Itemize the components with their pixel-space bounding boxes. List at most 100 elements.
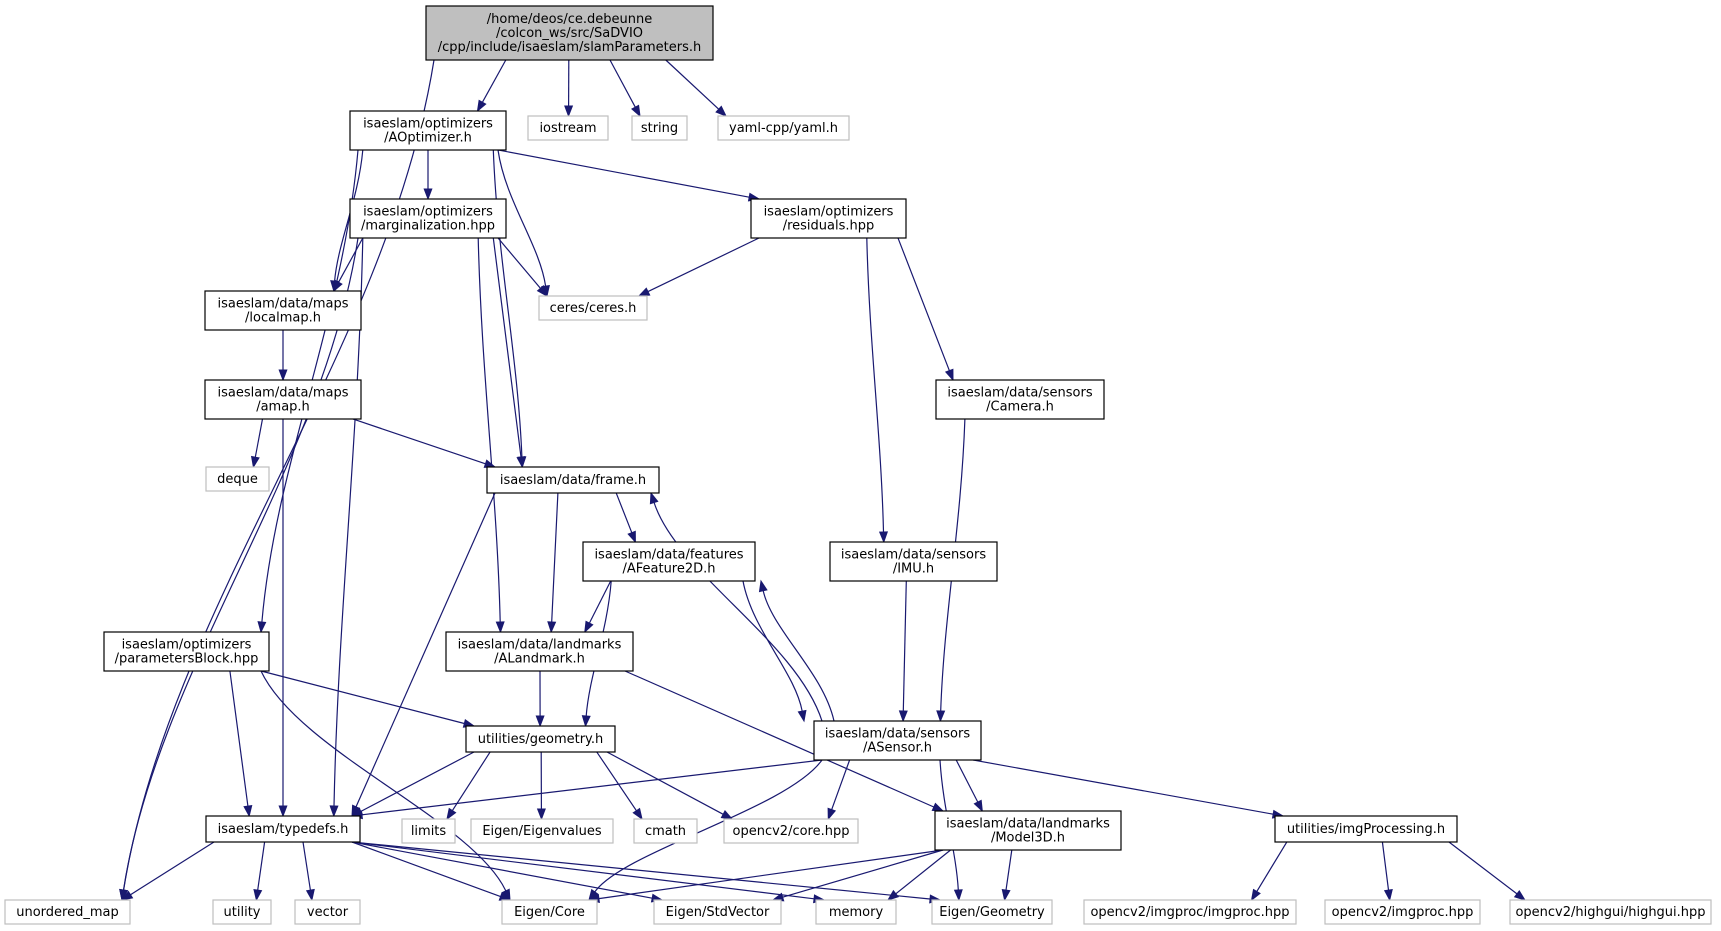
node-box (815, 899, 897, 925)
edge-arrowhead (797, 709, 807, 723)
node-box (470, 818, 614, 844)
node-Camera[interactable]: isaeslam/data/sensors/Camera.h (935, 379, 1105, 420)
node-label-line: isaeslam/optimizers (363, 205, 493, 220)
edge-line (594, 759, 823, 893)
node-label-line: /amap.h (256, 400, 310, 415)
node-vector: vector (294, 899, 361, 925)
node-box (935, 379, 1105, 420)
edge-line (361, 759, 823, 816)
edge-line (1448, 841, 1518, 895)
node-label-line: isaeslam/data/landmarks (458, 638, 622, 653)
node-label-line: Eigen/Eigenvalues (482, 824, 602, 839)
node-box (445, 631, 634, 672)
edge-arrowhead (584, 620, 594, 634)
node-frame[interactable]: isaeslam/data/frame.h (486, 466, 660, 494)
edge-arrowhead (898, 710, 908, 723)
node-localmap[interactable]: isaeslam/data/maps/localmap.h (204, 290, 362, 331)
edge-typedefs-to-vector (302, 841, 315, 902)
node-box (829, 541, 998, 582)
node-residuals[interactable]: isaeslam/optimizers/residuals.hpp (750, 198, 907, 239)
edge-slamParameters-to-unordered_map (119, 59, 435, 902)
node-label-line: limits (411, 824, 447, 839)
edge-arrowhead (536, 808, 546, 821)
edge-typedefs-to-unordered_map (120, 841, 215, 901)
edge-line (1256, 841, 1288, 892)
node-geometry[interactable]: utilities/geometry.h (465, 725, 616, 753)
node-label-line: isaeslam/data/maps (217, 386, 348, 401)
edge-arrowhead (495, 621, 505, 634)
edge-line (596, 751, 637, 812)
edge-arrowhead (1383, 889, 1393, 902)
edge-line (260, 670, 507, 892)
node-label-line: isaeslam/data/features (594, 548, 743, 563)
node-label-line: isaeslam/data/sensors (947, 386, 1092, 401)
node-AFeature2D[interactable]: isaeslam/data/features/AFeature2D.h (582, 541, 756, 582)
edge-line (492, 149, 523, 458)
edge-arrowhead (305, 888, 315, 902)
node-ALandmark[interactable]: isaeslam/data/landmarks/ALandmark.h (445, 631, 634, 672)
node-marginalization[interactable]: isaeslam/optimizers/marginalization.hpp (349, 198, 507, 239)
node-AOptimizer[interactable]: isaeslam/optimizers/AOptimizer.h (349, 110, 507, 151)
edge-typedefs-to-utility (253, 841, 266, 902)
node-typedefs[interactable]: isaeslam/typedefs.h (205, 815, 361, 843)
node-ceres: ceres/ceres.h (538, 295, 648, 321)
edge-line (955, 759, 979, 803)
node-opencvcore: opencv2/core.hpp (723, 818, 859, 844)
node-Model3D[interactable]: isaeslam/data/landmarks/Model3D.h (934, 810, 1122, 851)
node-box (212, 899, 272, 925)
edge-line (866, 237, 885, 533)
edge-line (130, 841, 215, 896)
edge-AOptimizer-to-marginalization (423, 150, 433, 201)
edge-ASensor-to-Model3D (955, 759, 983, 813)
node-label-line: utilities/imgProcessing.h (1287, 822, 1445, 837)
node-box (813, 720, 982, 761)
edge-line (1005, 849, 1013, 891)
edge-marginalization-to-ceres (497, 237, 548, 298)
node-Eigenvalues: Eigen/Eigenvalues (470, 818, 614, 844)
node-amap[interactable]: isaeslam/data/maps/amap.h (204, 379, 362, 420)
edge-arrowhead (1001, 889, 1011, 902)
edge-residuals-to-IMU (866, 237, 889, 544)
node-iostream: iostream (527, 115, 609, 141)
edges (119, 59, 1527, 904)
node-box (527, 115, 609, 141)
node-label-line: /Camera.h (986, 400, 1054, 415)
edge-line (360, 751, 475, 812)
edge-line (897, 237, 950, 371)
node-label-line: yaml-cpp/yaml.h (729, 121, 838, 136)
node-label-line: unordered_map (16, 905, 119, 920)
edge-frame-to-ALandmark (547, 492, 559, 634)
edge-line (338, 237, 364, 283)
edge-line (260, 670, 465, 725)
node-label-line: /residuals.hpp (783, 219, 875, 234)
node-memory: memory (815, 899, 897, 925)
node-box (204, 379, 362, 420)
node-parametersBlock[interactable]: isaeslam/optimizers/parametersBlock.hpp (103, 631, 270, 672)
edge-arrowhead (632, 807, 643, 821)
edge-line (665, 59, 720, 110)
edge-line (351, 841, 501, 898)
edge-arrowhead (278, 805, 288, 818)
edge-line (551, 492, 559, 623)
node-StdVector: Eigen/StdVector (653, 899, 782, 925)
node-imgProcessing[interactable]: utilities/imgProcessing.h (1274, 815, 1458, 843)
node-label-line: isaeslam/data/sensors (825, 727, 970, 742)
edge-slamParameters-to-string (609, 59, 641, 118)
node-label-line: Eigen/StdVector (666, 905, 770, 920)
node-IMU[interactable]: isaeslam/data/sensors/IMU.h (829, 541, 998, 582)
edge-line (497, 149, 750, 198)
node-box (204, 290, 362, 331)
edge-arrowhead (944, 368, 954, 382)
edge-arrowhead (936, 710, 946, 723)
edge-arrowhead (535, 715, 545, 728)
edge-arrowhead (250, 455, 260, 469)
node-label-line: Eigen/Geometry (939, 905, 1045, 920)
node-deque: deque (205, 466, 270, 492)
edge-line (351, 841, 653, 899)
edge-line (615, 492, 633, 533)
edge-line (257, 841, 266, 891)
node-ASensor[interactable]: isaeslam/data/sensors/ASensor.h (813, 720, 982, 761)
edge-imgProcessing-to-imgproc_imgproc (1250, 841, 1288, 902)
edge-line (598, 849, 944, 900)
edge-parametersBlock-to-geometry (260, 670, 476, 728)
